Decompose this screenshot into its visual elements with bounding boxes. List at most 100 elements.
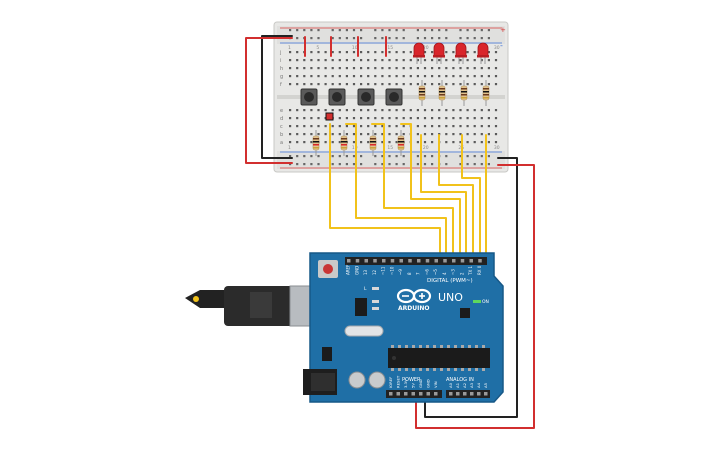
power-pin[interactable] — [411, 392, 416, 396]
analog-pin[interactable] — [477, 392, 481, 396]
resistor[interactable] — [369, 130, 377, 156]
digital-pin[interactable] — [443, 259, 447, 263]
wire-button-1[interactable] — [329, 123, 441, 263]
wire-5v-left[interactable] — [245, 37, 293, 164]
digital-pin[interactable] — [373, 259, 377, 263]
components[interactable] — [300, 42, 490, 156]
wire-gnd-arduino[interactable] — [424, 157, 518, 418]
digital-pin-label: 8 — [407, 272, 412, 275]
analog-pin[interactable] — [449, 392, 453, 396]
breadboard-hole — [310, 155, 313, 158]
resistor[interactable] — [460, 80, 468, 106]
breadboard-hole — [409, 109, 412, 112]
resistor[interactable] — [482, 80, 490, 106]
breadboard-hole — [452, 75, 455, 78]
bottom-pins[interactable] — [389, 392, 488, 396]
resistor[interactable] — [438, 80, 446, 106]
breadboard-hole — [473, 141, 476, 144]
breadboard-hole — [445, 51, 448, 54]
digital-pins[interactable] — [347, 259, 482, 263]
breadboard-hole — [466, 125, 469, 128]
breadboard-hole — [487, 37, 490, 40]
resistor[interactable] — [340, 130, 348, 156]
breadboard-hole — [338, 125, 341, 128]
wire-5v-arduino[interactable] — [415, 164, 535, 429]
breadboard-hole — [317, 125, 320, 128]
wire-button-2[interactable] — [345, 123, 447, 263]
push-button[interactable] — [328, 88, 346, 106]
row-letter: a — [280, 140, 283, 146]
breadboard-hole — [289, 109, 292, 112]
wire-gnd-left[interactable] — [261, 35, 293, 159]
wire-button-4[interactable] — [400, 123, 461, 263]
digital-pin[interactable] — [460, 259, 465, 263]
digital-pin[interactable] — [452, 259, 456, 263]
resistor[interactable] — [397, 130, 405, 156]
push-button[interactable] — [300, 88, 318, 106]
digital-pin[interactable] — [469, 259, 474, 263]
digital-pin[interactable] — [434, 259, 439, 263]
resistor[interactable] — [418, 80, 426, 106]
power-pin[interactable] — [396, 392, 401, 396]
breadboard-hole — [303, 59, 306, 62]
led[interactable] — [455, 42, 467, 64]
power-pin[interactable] — [389, 392, 393, 396]
breadboard-hole — [402, 155, 405, 158]
selection-marker[interactable] — [325, 112, 334, 121]
led[interactable] — [413, 42, 425, 64]
power-pin[interactable] — [404, 392, 408, 396]
analog-pin[interactable] — [484, 392, 488, 396]
push-button[interactable] — [357, 88, 375, 106]
wire-button-3[interactable] — [371, 123, 454, 263]
row-letter: h — [280, 66, 283, 72]
breadboard-hole — [416, 133, 419, 136]
breadboard-hole — [459, 141, 462, 144]
digital-pin-label: 7 — [416, 272, 421, 275]
breadboard-hole — [480, 59, 483, 62]
chip-pin — [461, 345, 464, 348]
power-pin[interactable] — [419, 392, 423, 396]
digital-pin[interactable] — [399, 259, 404, 263]
breadboard-hole — [388, 163, 391, 166]
analog-pin[interactable] — [470, 392, 474, 396]
digital-pin-label: ~6 — [424, 269, 429, 275]
analog-pin[interactable] — [456, 392, 460, 396]
wires[interactable] — [245, 35, 535, 429]
digital-pin[interactable] — [478, 259, 482, 263]
wire-led-3[interactable] — [461, 134, 481, 263]
digital-pin[interactable] — [347, 259, 351, 263]
digital-pin[interactable] — [408, 259, 412, 263]
digital-pin[interactable] — [364, 259, 369, 263]
breadboard-hole — [423, 67, 427, 70]
breadboard-hole — [466, 109, 469, 112]
digital-pin[interactable] — [425, 259, 430, 263]
digital-pin[interactable] — [382, 259, 386, 263]
breadboard-hole — [338, 51, 341, 54]
breadboard-hole — [459, 163, 462, 166]
power-pin[interactable] — [426, 392, 431, 396]
breadboard-hole — [289, 83, 292, 86]
led[interactable] — [477, 42, 489, 64]
breadboard-hole — [438, 59, 441, 62]
push-button[interactable] — [385, 88, 403, 106]
digital-pin[interactable] — [390, 259, 395, 263]
breadboard-hole — [466, 117, 469, 120]
row-letter: f — [280, 82, 282, 88]
wire-led-2[interactable] — [438, 134, 474, 263]
breadboard-hole — [331, 75, 334, 78]
power-pin[interactable] — [434, 392, 438, 396]
analog-header-label: ANALOG IN — [446, 377, 474, 383]
analog-header — [446, 390, 490, 398]
analog-pin[interactable] — [463, 392, 467, 396]
digital-pin[interactable] — [355, 259, 360, 263]
wire-led-1[interactable] — [420, 134, 467, 263]
column-number: 30 — [494, 145, 500, 151]
chip-pin — [405, 368, 408, 371]
digital-pin[interactable] — [417, 259, 421, 263]
breadboard-hole — [352, 75, 356, 78]
led[interactable] — [433, 42, 445, 64]
resistor[interactable] — [312, 130, 320, 156]
breadboard-hole — [317, 133, 320, 136]
